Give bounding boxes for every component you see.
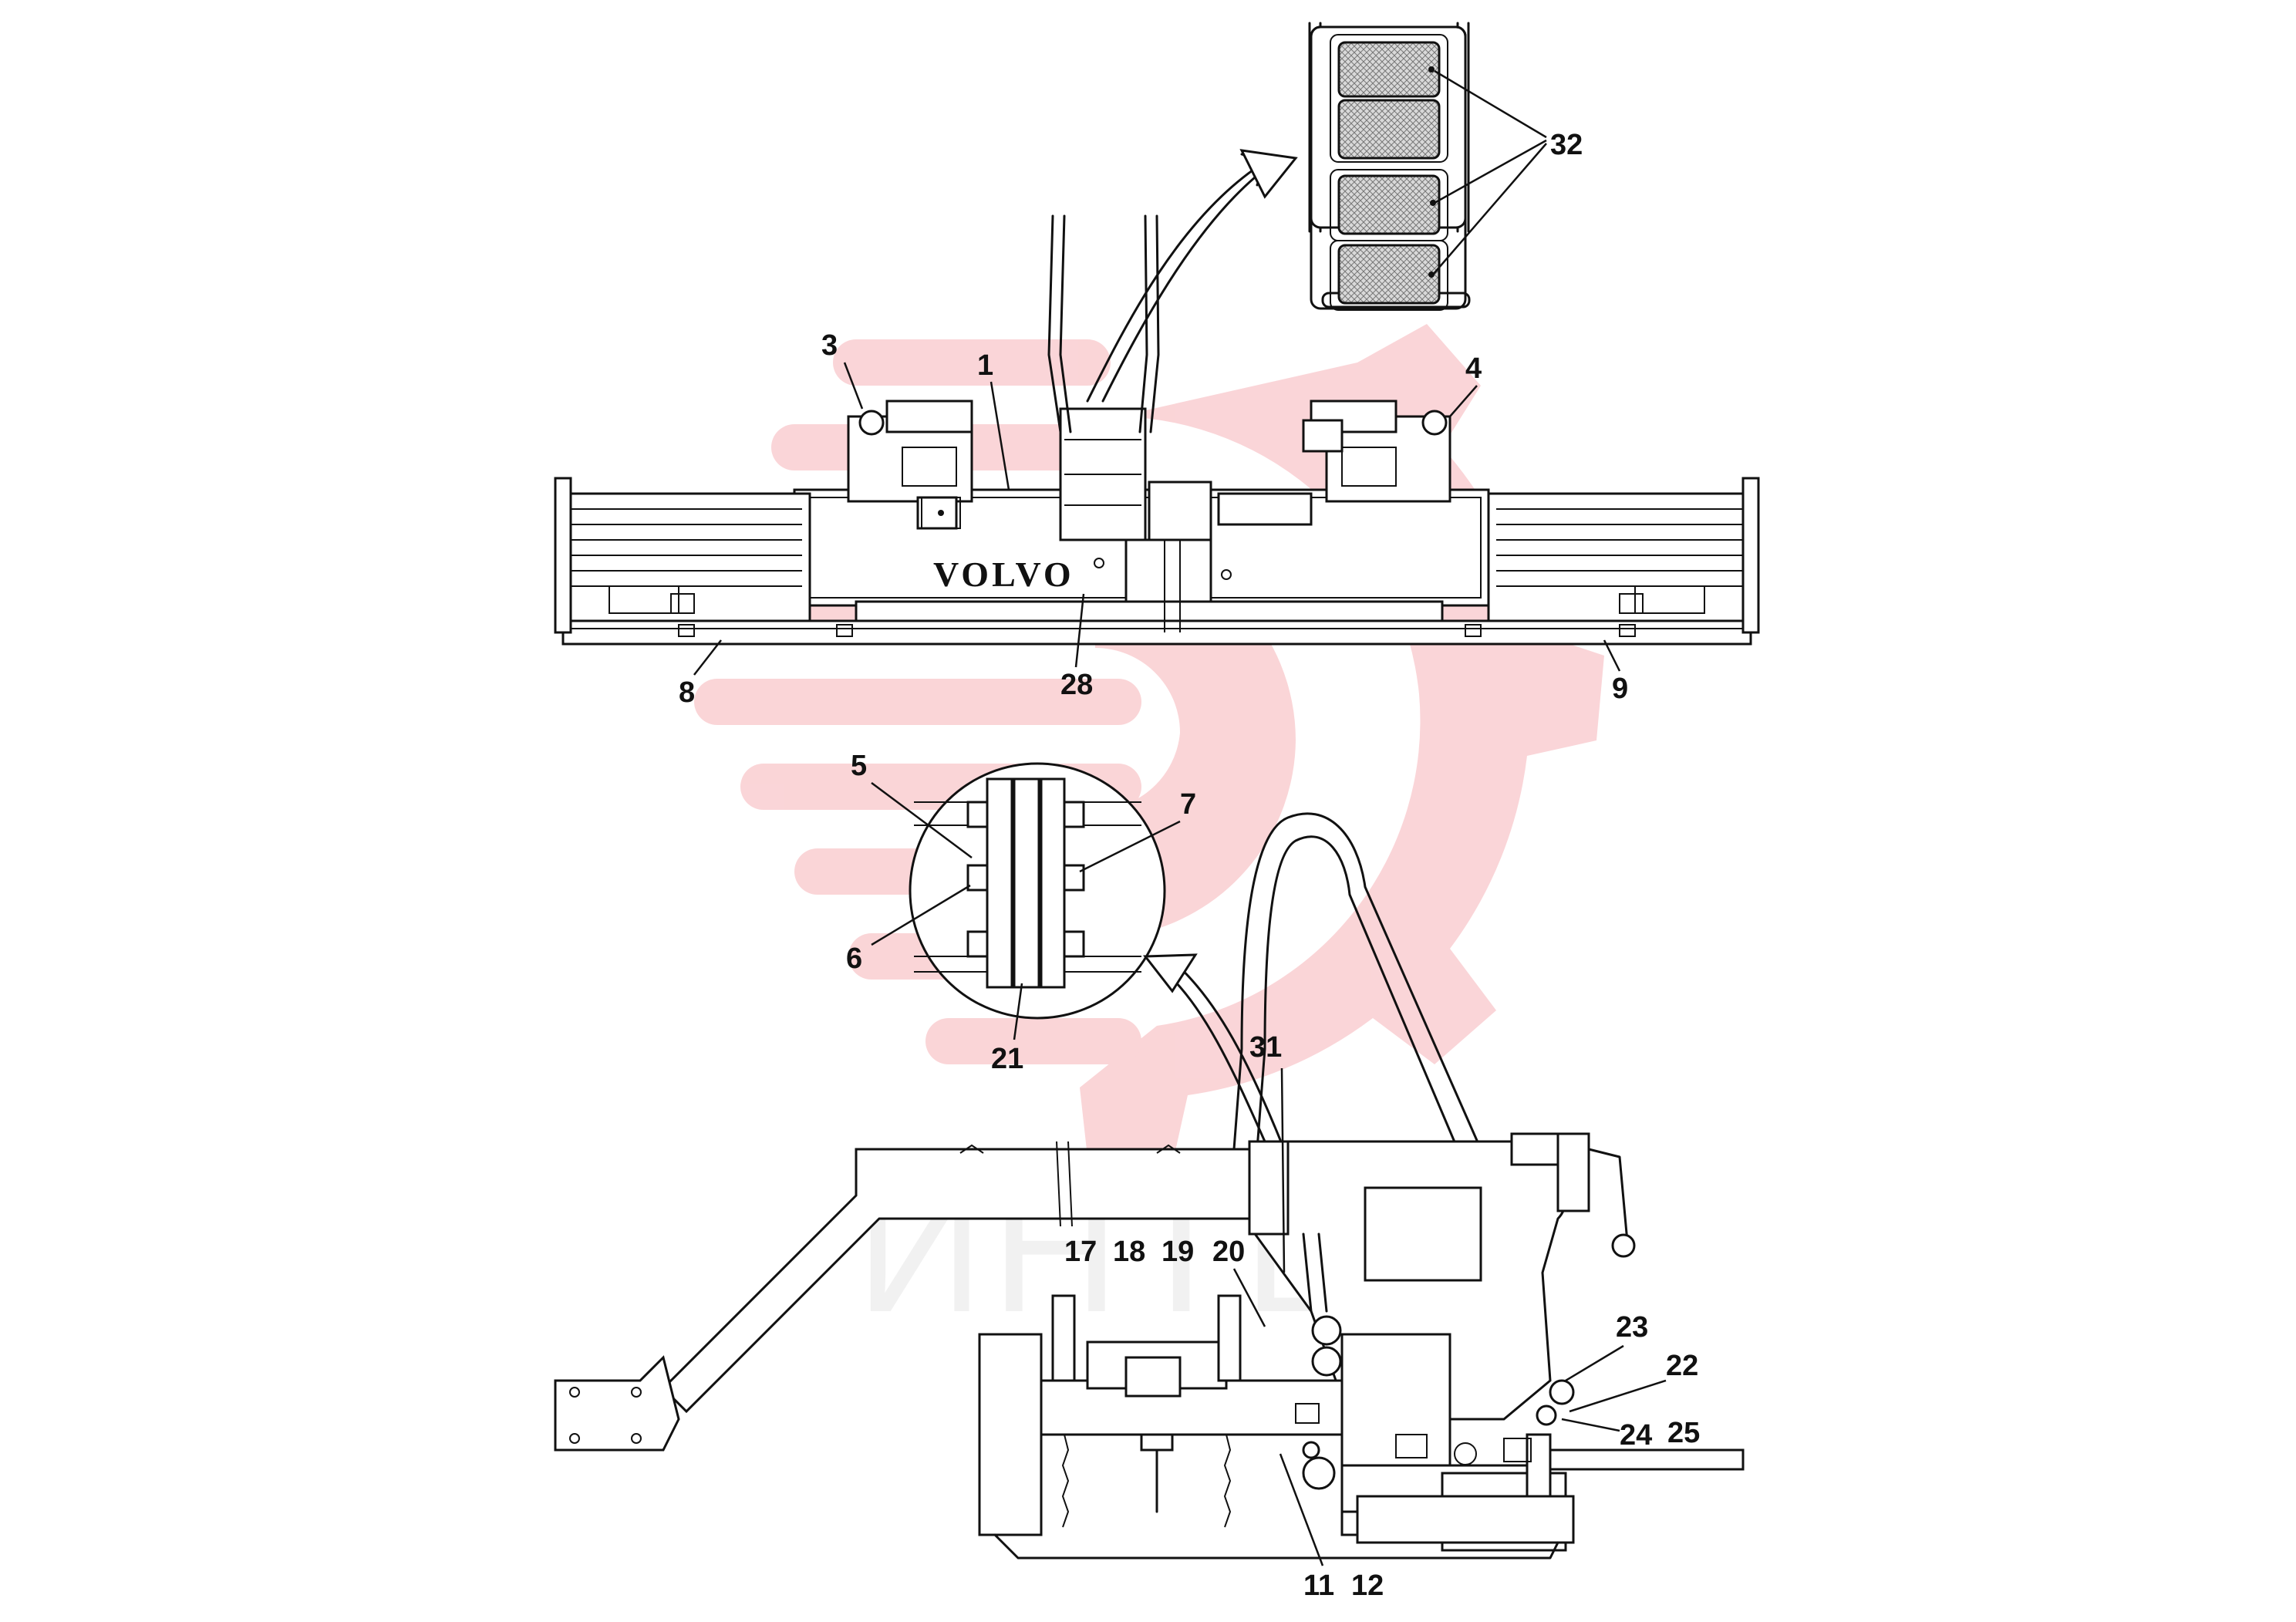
callout-18: 18 [1113,1236,1145,1268]
callout-7: 7 [1180,788,1196,821]
callout-12: 12 [1351,1570,1384,1602]
screed-extension-left [561,492,811,622]
step-mesh-panel [1337,174,1441,235]
callout-6: 6 [846,943,862,975]
callout-21: 21 [991,1043,1023,1075]
arrow-head [1239,149,1298,199]
grab-handle [1232,812,1482,1151]
callout-23: 23 [1616,1311,1648,1344]
callout-25: 25 [1667,1417,1700,1449]
step-detail-view [1308,22,1471,311]
volvo-brand-label: VOLVO [933,555,1074,594]
step-mesh-panel [1337,41,1441,98]
callout-4: 4 [1465,352,1482,385]
callout-11: 11 [1303,1570,1334,1602]
step-mesh-panel [1337,99,1441,160]
callout-28: 28 [1060,669,1093,701]
callout-20: 20 [1212,1236,1245,1268]
callout-22: 22 [1666,1350,1698,1382]
callout-24: 24 [1620,1419,1652,1452]
callout-19: 19 [1161,1236,1194,1268]
callout-1: 1 [977,349,993,382]
callout-32: 32 [1550,129,1583,161]
screed-side-view [554,812,1745,1560]
callout-17: 17 [1064,1236,1097,1268]
callout-3: 3 [821,329,838,362]
callout-9: 9 [1612,673,1628,705]
callout-5: 5 [851,750,867,782]
callout-8: 8 [679,676,695,709]
watermark-gear-logo [694,324,1604,1165]
callout-31: 31 [1249,1031,1282,1064]
bolt-joint-detail [909,762,1166,1020]
step-mesh-panel [1337,244,1441,305]
screed-rear-view: VOLVO [554,214,1760,646]
